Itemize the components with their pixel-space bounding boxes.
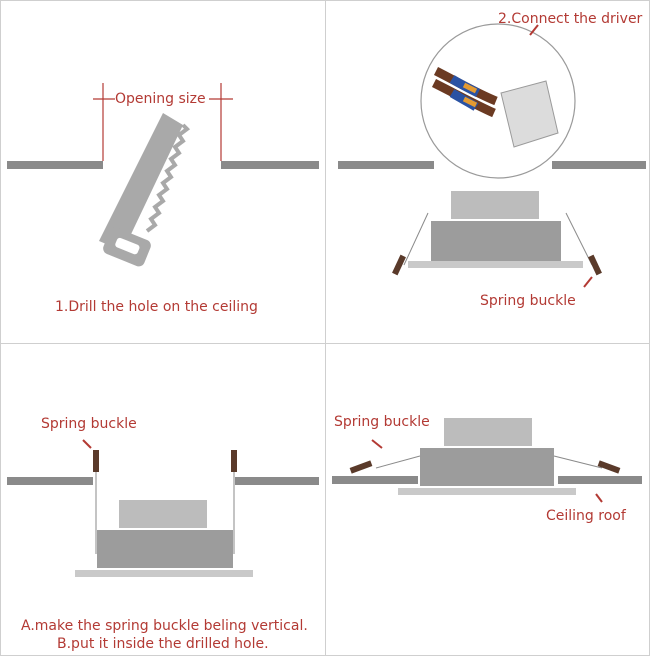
pointer-arrow-icon [583,276,593,288]
panel-connect-driver: 2.Connect the driver Spring buckle [325,0,650,344]
ceiling-roof-label: Ceiling roof [546,508,626,524]
spring-wires [95,472,235,554]
spring-tip-right [597,460,621,474]
ceiling-right [235,477,319,485]
driver-box [444,418,532,446]
driver-box [451,191,539,219]
opening-dimension [93,83,233,161]
light-body [420,448,554,486]
driver-box [119,500,207,528]
light-body [97,530,233,568]
step-3-caption-a: A.make the spring buckle beling vertical… [21,618,308,634]
spring-tip-left [392,254,406,276]
spring-tip-left [93,450,99,472]
step-2-caption: 2.Connect the driver [498,11,643,27]
drill-illustration [7,83,319,267]
ceiling-left [7,477,93,485]
vertical-buckle-illustration [7,439,319,577]
step-3-caption-b: B.put it inside the drilled hole. [57,636,269,652]
pointer-arrow-icon [529,24,539,36]
spring-tip-right [588,254,602,276]
driver-illustration [338,23,646,288]
opening-size-label: Opening size [115,91,206,107]
panel-drill-hole: Opening size 1.Drill the hole on the cei… [0,0,326,344]
panel-installed: Spring buckle Ceiling roof [325,343,650,656]
wire-connector-icon [431,66,559,148]
spring-buckle-label: Spring buckle [480,293,576,309]
ceiling-left [7,161,103,169]
panel-vertical-buckle: Spring buckle A.make the spring buckle b… [0,343,326,656]
light-trim [75,570,253,577]
spring-wires [375,455,603,469]
ceiling-left [338,161,434,169]
pointer-arrow-icon [371,439,383,449]
installed-illustration [332,418,642,503]
spring-tip-left [349,460,373,474]
pointer-arrow-icon [595,493,603,503]
light-body [431,221,561,261]
ceiling-left [332,476,418,484]
step-1-caption: 1.Drill the hole on the ceiling [55,299,258,315]
light-trim [398,488,576,495]
spring-wires [403,212,593,266]
ceiling-right [552,161,646,169]
ceiling-right [558,476,642,484]
zoom-circle [420,23,576,179]
pointer-arrow-icon [82,439,92,449]
ceiling-right [221,161,319,169]
spring-tip-right [231,450,237,472]
spring-buckle-label: Spring buckle [334,414,430,430]
light-trim [408,261,583,268]
saw-icon [99,113,191,267]
spring-buckle-label: Spring buckle [41,416,137,432]
